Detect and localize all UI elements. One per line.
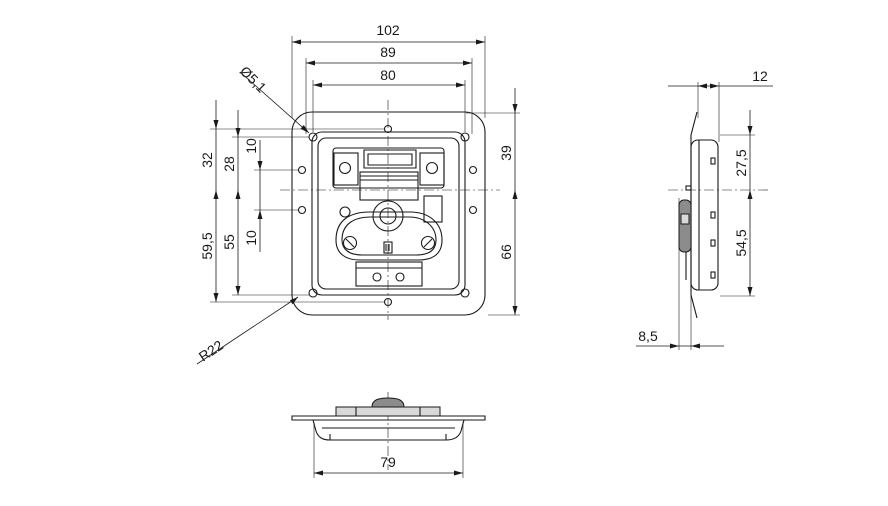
side-view: 12 27,5 54,5 8,5 [636,68,773,350]
dim-depth-12: 12 [752,68,768,84]
pivot-slot [423,238,433,248]
side-recess-outline [690,139,719,291]
mounting-hole [297,205,307,215]
dim-right-66: 66 [498,244,514,260]
bottom-extension-lines [313,422,464,478]
dim-side-54-5: 54,5 [733,229,749,256]
bottom-knob-profile [371,397,405,408]
latch-body [359,171,419,201]
dim-upper-10: 10 [243,138,259,154]
mounting-hole [383,297,393,307]
dim-side-27-5: 27,5 [733,149,749,176]
bottom-recess-outline [312,419,465,441]
center-knob [372,200,404,232]
mounting-hole [460,132,470,142]
mounting-hole [383,124,393,134]
mounting-hole [468,165,478,175]
mounting-hole [460,288,470,298]
dim-width-hole-pitch: 89 [380,44,396,60]
rivet [372,272,382,282]
side-extension-lines [678,82,755,350]
mounting-hole [308,288,318,298]
mounting-flange-outline [291,111,486,316]
pivot-slot [345,238,355,248]
latch-mechanism [332,147,445,287]
dim-lower-59-5: 59,5 [199,232,215,259]
dim-side-8-5: 8,5 [638,328,658,344]
dim-corner-radius: R22 [196,337,226,365]
bottom-view: 79 [291,392,486,478]
lever-pivot [342,235,358,251]
lever-pivot [420,235,436,251]
recess-inner-outline [317,137,460,290]
center-knob-core [379,207,397,225]
dim-lower-55: 55 [221,234,237,250]
rotating-lever-plate [335,211,443,261]
dim-right-39: 39 [498,145,514,161]
hook-keeper [363,149,417,169]
rivet [425,161,439,175]
dim-upper-32: 32 [199,152,215,168]
mounting-hole [297,165,307,175]
lock-marker [383,241,393,254]
rivet [395,272,405,282]
dim-hole-diameter: Ø5,1 [237,63,270,96]
side-latch-profile [678,199,692,253]
dim-lower-10: 10 [243,230,259,246]
dim-upper-28: 28 [221,156,237,172]
rivet [339,206,351,218]
right-side-block [423,195,443,223]
side-knob [680,213,690,225]
lever-plate-inner [341,216,437,256]
dim-width-recess: 80 [380,67,396,83]
hook-pocket-right [419,152,445,186]
front-view: 102 89 80 Ø5,1 32 28 10 59,5 55 10 [196,22,520,364]
dim-width-overall: 102 [376,22,400,38]
mounting-hole [468,205,478,215]
lower-keeper [355,261,423,287]
dim-bottom-79: 79 [380,454,396,470]
hook-pocket-left [333,152,359,186]
rivet [338,161,352,175]
mounting-holes [297,124,478,307]
bottom-latch-profile [335,406,441,417]
bottom-flange [291,415,486,421]
